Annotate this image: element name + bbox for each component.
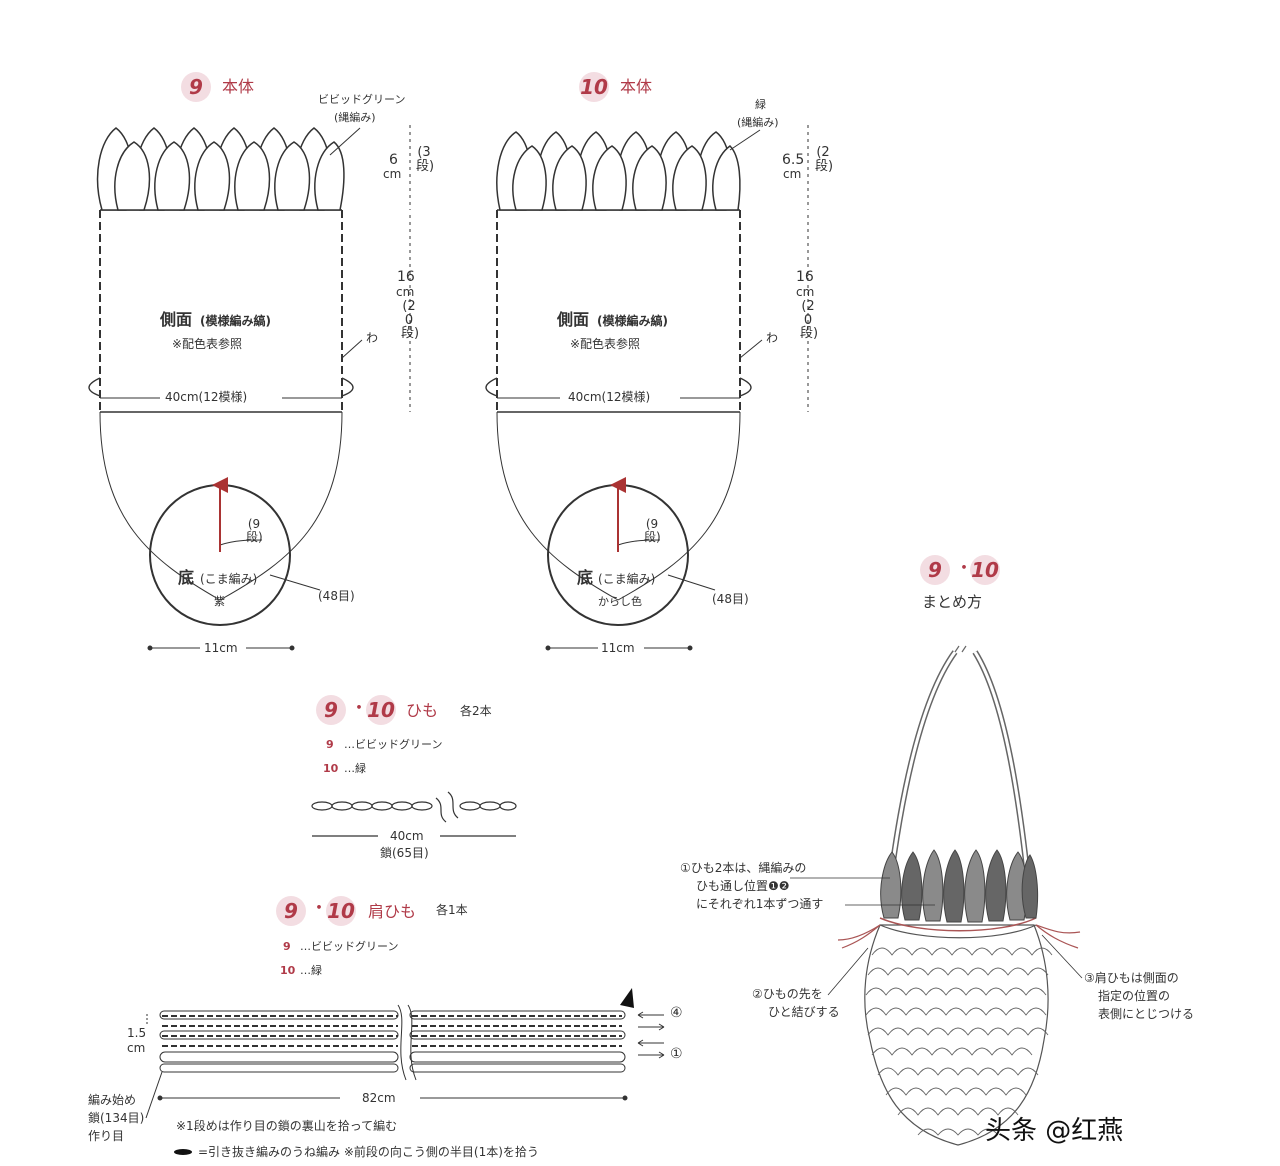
- strap-note2: =引き抜き編みのうね編み ※前段の向こう側の半目(1本)を拾う: [198, 1145, 539, 1159]
- panel9-side-label: 側面: [160, 310, 193, 329]
- cord-line10-num: 10: [323, 762, 339, 775]
- panel10-base-label: 底: [577, 568, 594, 587]
- strap-height: 1.5: [127, 1026, 147, 1040]
- assembly-note2-line2: ひと結びする: [768, 1005, 840, 1019]
- panel10-body-unit: cm: [796, 285, 815, 299]
- panel10-base-width: 11cm: [601, 641, 635, 655]
- strap-start-line3: 作り目: [88, 1129, 125, 1143]
- panel9-width-label: 40cm(12模様): [165, 390, 248, 404]
- cord-separator: ・: [350, 698, 368, 719]
- strap-start-line2: 鎖(134目): [88, 1111, 145, 1125]
- cord-line9: …ビビッドグリーン: [344, 738, 443, 751]
- panel9-stitch-label: (縄編み): [334, 111, 376, 124]
- panel10-top-rows: (2段): [815, 145, 834, 174]
- strap-row1-mark: ①: [670, 1046, 683, 1062]
- strap-line10-num: 10: [280, 964, 296, 977]
- panel9-color-ref: ※配色表参照: [172, 337, 243, 351]
- strap-badge-b: 10: [326, 896, 356, 926]
- panel9-body-unit: cm: [396, 285, 415, 299]
- panel9-base-rows: (9段): [246, 517, 263, 544]
- assembly-badge-a: 9: [920, 555, 950, 585]
- cord-badge-b: 10: [366, 695, 396, 725]
- cord-badge-a: 9: [316, 695, 346, 725]
- panel10-body-rows: (20段): [800, 299, 819, 342]
- panel10-stitch-label: (縄編み): [737, 116, 779, 129]
- panel9-base-note: (こま編み): [200, 572, 258, 586]
- strap-badge-a: 9: [276, 896, 306, 926]
- panel9-body-rows: (20段): [401, 299, 420, 342]
- panel10-bag-outline: [485, 129, 763, 626]
- strap-line9: …ビビッドグリーン: [300, 940, 399, 953]
- panel9-base-color: 紫: [214, 595, 225, 608]
- panel10-side-note: (模様編み縞): [597, 314, 668, 328]
- panel9-base-stitches: (48目): [318, 589, 355, 603]
- panel10-width-label: 40cm(12模様): [568, 390, 651, 404]
- assembly-title: まとめ方: [922, 593, 983, 611]
- strap-separator: ・: [310, 898, 328, 919]
- cord-count: 各2本: [460, 704, 492, 718]
- panel9-yarn-label: ビビッドグリーン: [318, 93, 406, 106]
- panel9-dimensions: [100, 125, 411, 651]
- cord-chain: 鎖(65目): [380, 846, 429, 860]
- cord-line9-num: 9: [326, 738, 334, 751]
- strap-note1: ※1段めは作り目の鎖の裏山を拾って編む: [176, 1119, 398, 1133]
- cord-title: ひも: [406, 701, 439, 720]
- panel10-base-stitches: (48目): [712, 592, 749, 606]
- assembly-note1-line1: ①ひも2本は、縄編みの: [680, 861, 807, 875]
- panel10-color-ref: ※配色表参照: [570, 337, 641, 351]
- assembly-note3-line1: ③肩ひもは側面の: [1084, 971, 1179, 985]
- panel9-ring-mark: わ: [366, 331, 379, 345]
- assembly-note1-line2: ひも通し位置❶❷: [696, 879, 790, 893]
- panel10-side-label: 側面: [557, 310, 590, 329]
- panel10-base-color: からし色: [598, 595, 642, 608]
- cord-length: 40cm: [390, 829, 424, 843]
- strap-row4-mark: ④: [670, 1005, 683, 1021]
- strap-stitch-drawing: [145, 1004, 665, 1119]
- watermark: 头条 @红燕: [985, 1116, 1124, 1146]
- panel10-base-note: (こま編み): [598, 572, 656, 586]
- panel10-body-height: 16: [796, 269, 814, 285]
- assembly-note2-line1: ②ひもの先を: [752, 987, 823, 1001]
- strap-length: 82cm: [362, 1091, 396, 1105]
- assembly-badge-b: 10: [970, 555, 1000, 585]
- panel10-dimensions: [497, 125, 809, 651]
- panel9-top-rows: (3段): [416, 145, 435, 174]
- strap-title: 肩ひも: [368, 902, 417, 921]
- strap-line9-num: 9: [283, 940, 291, 953]
- panel9-top-unit: cm: [383, 167, 402, 181]
- assembly-note3-line2: 指定の位置の: [1098, 989, 1171, 1003]
- cord-line10: …緑: [344, 762, 366, 775]
- panel9-badge: 9: [181, 72, 211, 102]
- panel9-body-height: 16: [397, 269, 415, 285]
- panel10-ring-mark: わ: [766, 331, 779, 345]
- panel9-title: 本体: [222, 77, 255, 96]
- panel9-side-note: (模様編み縞): [200, 314, 271, 328]
- slip-stitch-symbol: [174, 1149, 192, 1155]
- panel10-badge: 10: [579, 72, 609, 102]
- panel10-title: 本体: [620, 77, 653, 96]
- cord-chain-drawing: [311, 791, 517, 837]
- assembly-separator: ・: [955, 558, 973, 579]
- panel10-base-rows: (9段): [644, 517, 661, 544]
- strap-end-marker: [620, 988, 634, 1008]
- panel10-yarn-label: 緑: [755, 98, 766, 111]
- assembly-note3-line3: 表側にとじつける: [1098, 1007, 1195, 1021]
- strap-line10: …緑: [300, 964, 322, 977]
- strap-height-unit: cm: [127, 1041, 146, 1055]
- strap-count: 各1本: [436, 903, 468, 917]
- panel9-bag-outline: [88, 127, 363, 626]
- panel10-top-unit: cm: [783, 167, 802, 181]
- panel9-base-label: 底: [178, 568, 195, 587]
- panel9-top-height: 6: [389, 152, 398, 168]
- panel9-base-width: 11cm: [204, 641, 238, 655]
- strap-start-line1: 編み始め: [88, 1093, 137, 1107]
- panel10-top-height: 6.5: [782, 152, 805, 168]
- assembly-note1-line3: にそれぞれ1本ずつ通す: [696, 897, 824, 911]
- assembly-bag-drawing: [790, 645, 1083, 1146]
